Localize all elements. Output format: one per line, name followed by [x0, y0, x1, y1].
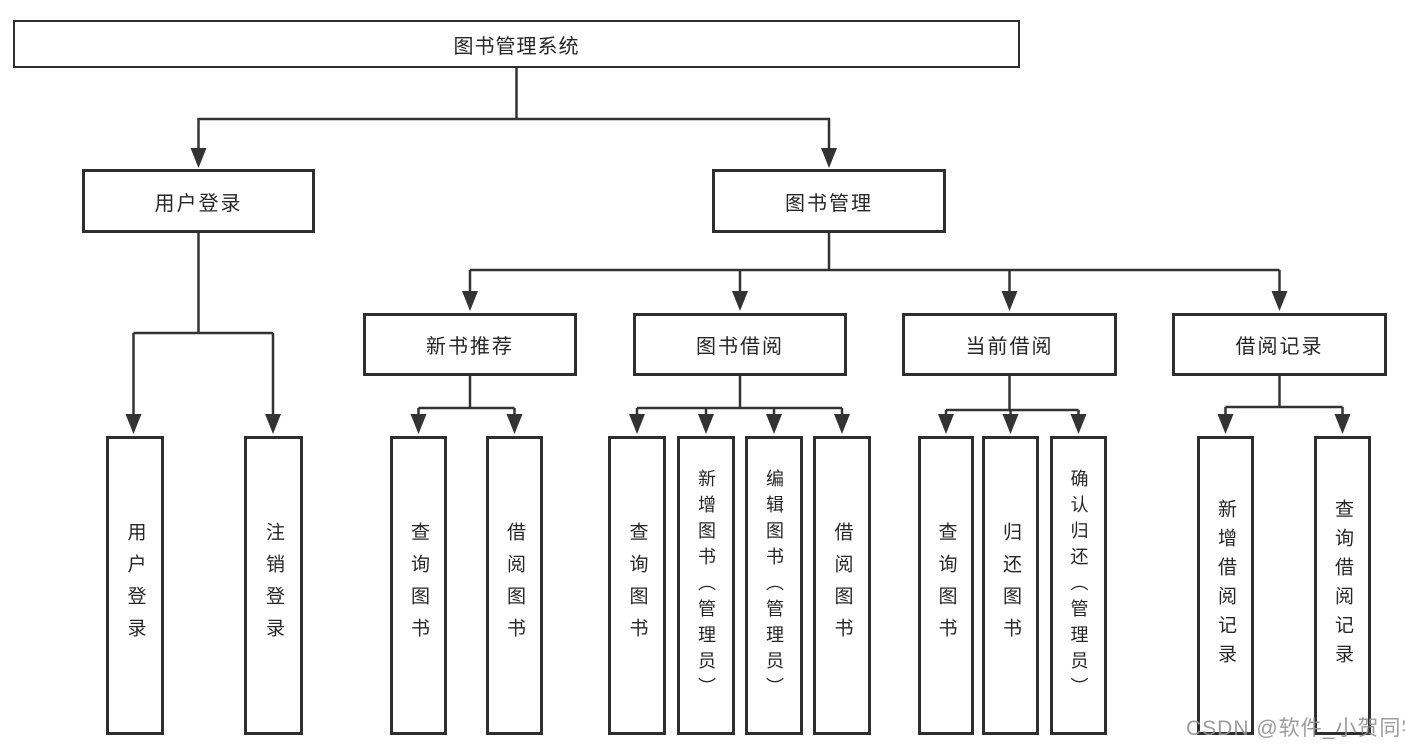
edge-borrow-children	[635, 376, 844, 418]
csdn-watermark: CSDN @软件_小贺同学	[1186, 717, 1405, 740]
arrow-down-icon	[766, 414, 782, 434]
arrow-down-icon	[938, 414, 954, 434]
edge-recommend-children	[417, 376, 516, 418]
arrow-down-icon	[1334, 414, 1351, 434]
node-root-library-system: 图书管理系统	[13, 20, 1020, 68]
edge-current-children	[944, 376, 1080, 418]
leaf-borrow-books: 借阅图书	[813, 436, 871, 735]
leaf-return-books: 归还图书	[982, 436, 1039, 735]
arrow-down-icon	[125, 414, 142, 434]
leaf-logout-login: 注销登录	[244, 436, 303, 735]
arrow-down-icon	[834, 414, 850, 434]
arrow-down-icon	[1217, 414, 1234, 434]
node-borrowing-records: 借阅记录	[1172, 313, 1387, 376]
arrow-down-icon	[1070, 414, 1087, 434]
leaf-query-books-current: 查询图书	[918, 436, 974, 735]
arrow-down-icon	[629, 414, 645, 434]
leaf-query-borrow-record: 查询借阅记录	[1314, 436, 1371, 735]
leaf-confirm-return-admin: 确认归还（管理员）	[1050, 436, 1107, 735]
leaf-query-books-recommend: 查询图书	[390, 436, 447, 735]
connector-strokes	[132, 68, 1344, 418]
leaf-add-borrow-record: 新增借阅记录	[1197, 436, 1254, 735]
arrow-down-icon	[821, 148, 837, 168]
leaf-user-login: 用户登录	[106, 436, 164, 735]
arrowheads	[125, 148, 1351, 434]
leaf-add-books-admin: 新增图书（管理员）	[677, 436, 735, 735]
arrow-down-icon	[265, 414, 281, 434]
edge-records-children	[1224, 376, 1344, 418]
edge-user-login-children	[132, 233, 275, 418]
arrow-down-icon	[190, 148, 207, 168]
edge-book-management-children	[468, 233, 1281, 295]
arrow-down-icon	[698, 414, 714, 434]
node-current-borrowing: 当前借阅	[902, 313, 1117, 376]
node-new-book-recommendation: 新书推荐	[363, 313, 577, 376]
node-user-login: 用户登录	[82, 169, 315, 233]
arrow-down-icon	[410, 414, 427, 434]
leaf-edit-books-admin: 编辑图书（管理员）	[745, 436, 803, 735]
node-book-borrowing: 图书借阅	[633, 313, 847, 376]
node-book-management: 图书管理	[712, 169, 946, 233]
edge-root-to-level2	[197, 68, 831, 152]
arrow-down-icon	[1002, 414, 1019, 434]
leaf-borrow-books-recommend: 借阅图书	[486, 436, 543, 735]
arrow-down-icon	[462, 291, 478, 311]
arrow-down-icon	[732, 291, 748, 311]
arrow-down-icon	[1001, 291, 1018, 311]
arrow-down-icon	[1271, 291, 1288, 311]
leaf-query-books-borrow: 查询图书	[608, 436, 666, 735]
arrow-down-icon	[506, 414, 523, 434]
